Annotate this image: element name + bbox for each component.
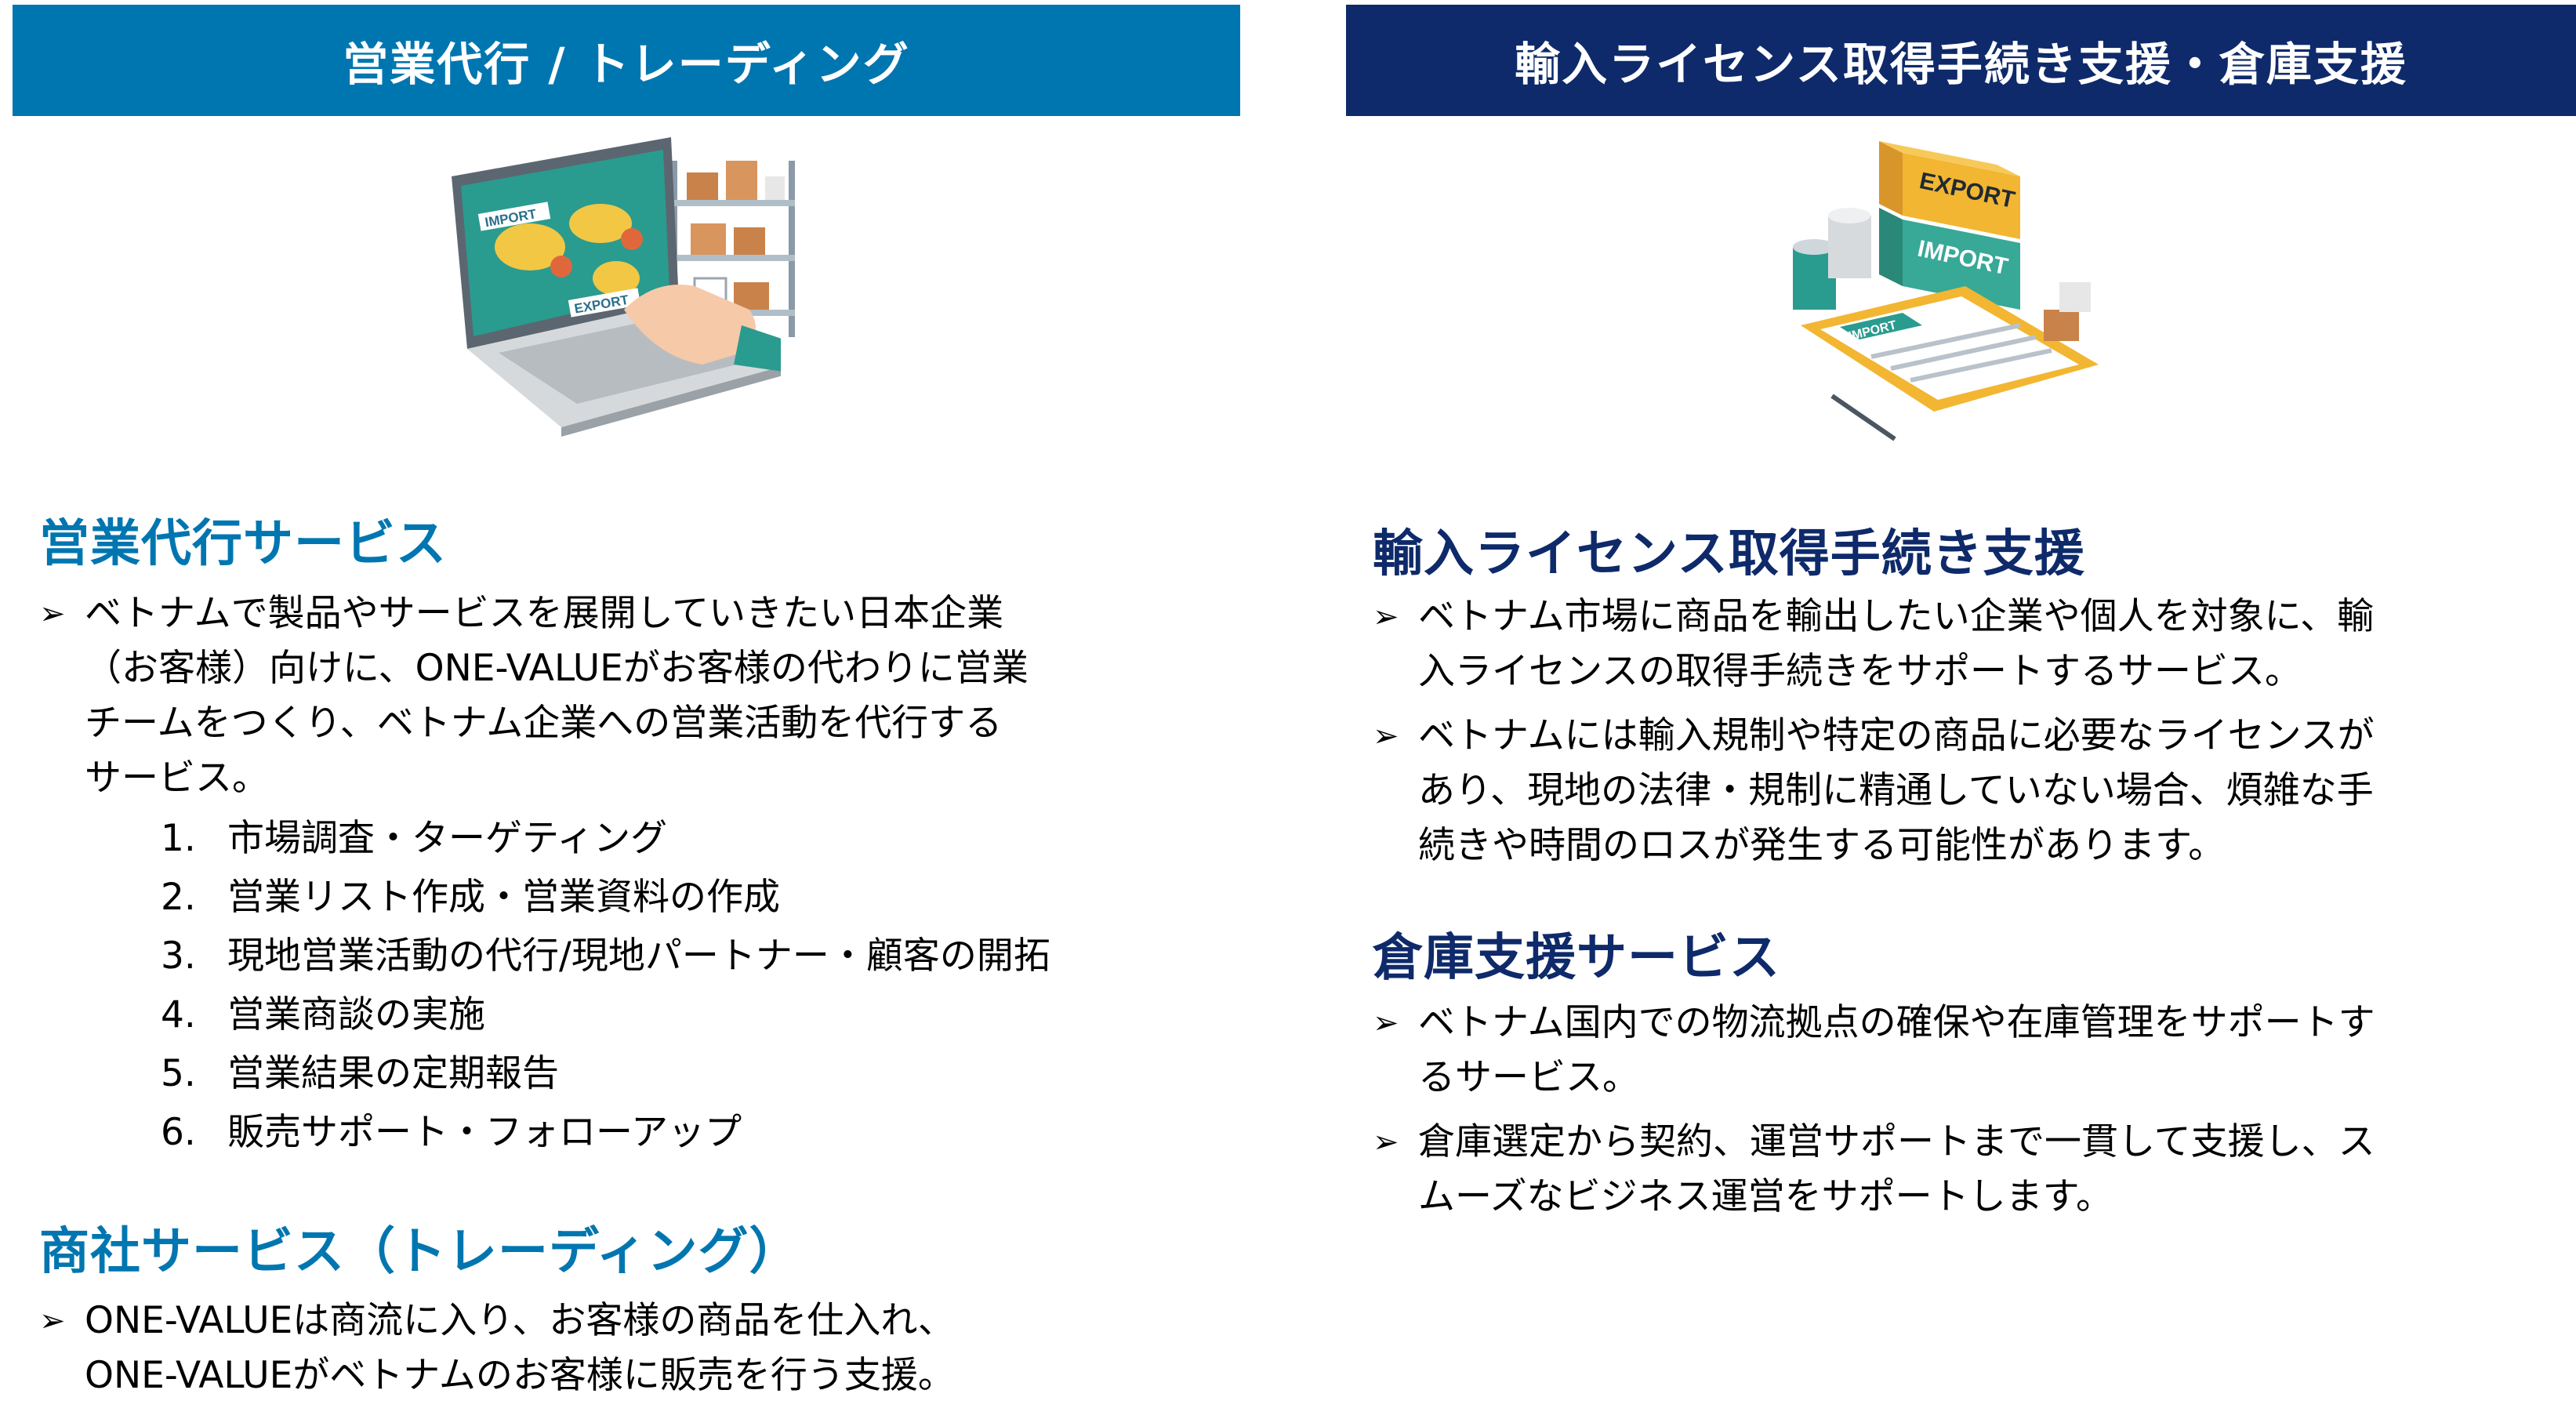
list-item: 6.販売サポート・フォローアップ xyxy=(161,1111,742,1154)
bullet-line: 入ライセンスの取得手続きをサポートするサービス。 xyxy=(1418,650,2302,693)
bullet-arrow-icon: ➢ xyxy=(39,596,66,632)
box-icon xyxy=(2044,282,2091,341)
section-title-sales-agency: 営業代行サービス xyxy=(39,515,447,573)
bullet-item: ➢ 倉庫選定から契約、運営サポートまで一貫して支援し、ス ムーズなビジネス運営を… xyxy=(1373,1115,2375,1225)
left-column: 営業代行 / トレーディング xyxy=(13,0,1240,1419)
list-item: 3.現地営業活動の代行/現地パートナー・顧客の開拓 xyxy=(161,935,1050,978)
bullet-arrow-icon: ➢ xyxy=(1373,1005,1399,1041)
bullet-item: ➢ ベトナムには輸入規制や特定の商品に必要なライセンスが あり、現地の法律・規制… xyxy=(1373,709,2375,873)
right-header-bar: 輸入ライセンス取得手続き支援・倉庫支援 xyxy=(1346,5,2576,116)
numbered-list: 1.市場調査・ターゲティング 2.営業リスト作成・営業資料の作成 3.現地営業活… xyxy=(39,809,1050,1162)
barrel-icon xyxy=(1793,208,1871,310)
section-title-warehouse: 倉庫支援サービス xyxy=(1373,929,1780,987)
list-item: 4.営業商談の実施 xyxy=(161,993,485,1036)
bullet-line: ベトナム国内での物流拠点の確保や在庫管理をサポートす xyxy=(1418,1001,2375,1044)
shipping-containers-clipboard-icon: EXPORT IMPORT IMPORT xyxy=(1793,141,2099,441)
trading-bullets: ➢ ONE-VALUEは商流に入り、お客様の商品を仕入れ、 ONE-VALUEが… xyxy=(39,1294,955,1403)
laptop-icon: IMPORT EXPORT xyxy=(452,137,789,437)
bullet-line: （お客様）向けに、ONE-VALUEがお客様の代わりに営業 xyxy=(85,647,1029,690)
bullet-item: ➢ ベトナム国内での物流拠点の確保や在庫管理をサポートす るサービス。 xyxy=(1373,996,2375,1105)
bullet-line: ベトナム市場に商品を輸出したい企業や個人を対象に、輸 xyxy=(1418,595,2375,638)
hand-icon xyxy=(624,285,804,376)
container-icon: EXPORT IMPORT xyxy=(1879,141,2020,310)
bullet-arrow-icon: ➢ xyxy=(1373,718,1399,754)
list-item: 2.営業リスト作成・営業資料の作成 xyxy=(161,876,780,919)
bullet-line: ベトナムで製品やサービスを展開していきたい日本企業 xyxy=(85,592,1004,635)
bullet-line: るサービス。 xyxy=(1418,1056,1639,1099)
bullet-line: ONE-VALUEがベトナムのお客様に販売を行う支援。 xyxy=(85,1354,955,1397)
list-item: 1.市場調査・ターゲティング xyxy=(161,817,668,860)
bullet-item: ➢ ONE-VALUEは商流に入り、お客様の商品を仕入れ、 ONE-VALUEが… xyxy=(39,1294,955,1403)
clipboard-icon: IMPORT xyxy=(1801,286,2099,441)
bullet-item: ➢ ベトナム市場に商品を輸出したい企業や個人を対象に、輸 入ライセンスの取得手続… xyxy=(1373,590,2375,699)
bullet-line: チームをつくり、ベトナム企業への営業活動を代行する xyxy=(85,702,1003,745)
left-header-title: 営業代行 / トレーディング xyxy=(343,38,910,91)
bullet-arrow-icon: ➢ xyxy=(1373,1124,1399,1160)
bullet-line: 倉庫選定から契約、運営サポートまで一貫して支援し、ス xyxy=(1418,1120,2375,1163)
warehouse-shelf-icon xyxy=(671,161,795,341)
bullet-arrow-icon: ➢ xyxy=(1373,599,1399,635)
bullet-line: サービス。 xyxy=(85,757,269,800)
section-title-trading: 商社サービス（トレーディング） xyxy=(39,1223,800,1281)
sales-agency-bullets: ➢ ベトナムで製品やサービスを展開していきたい日本企業 （お客様）向けに、ONE… xyxy=(39,586,1050,1162)
laptop-world-map-warehouse-icon: IMPORT EXPORT xyxy=(452,137,804,437)
right-header-title: 輸入ライセンス取得手続き支援・倉庫支援 xyxy=(1515,38,2407,91)
bullet-line: あり、現地の法律・規制に精通していない場合、煩雑な手 xyxy=(1418,769,2374,812)
warehouse-bullets: ➢ ベトナム国内での物流拠点の確保や在庫管理をサポートす るサービス。 ➢ 倉庫… xyxy=(1373,996,2375,1225)
list-item: 5.営業結果の定期報告 xyxy=(161,1052,559,1095)
right-column: 輸入ライセンス取得手続き支援・倉庫支援 EXPORT IMPORT IMPORT xyxy=(1346,0,2576,1419)
bullet-line: 続きや時間のロスが発生する可能性があります。 xyxy=(1418,824,2226,867)
section-title-import-license: 輸入ライセンス取得手続き支援 xyxy=(1373,525,2085,583)
bullet-line: ONE-VALUEは商流に入り、お客様の商品を仕入れ、 xyxy=(85,1299,955,1342)
bullet-line: ムーズなビジネス運営をサポートします。 xyxy=(1418,1175,2113,1218)
import-license-bullets: ➢ ベトナム市場に商品を輸出したい企業や個人を対象に、輸 入ライセンスの取得手続… xyxy=(1373,590,2375,873)
left-header-bar: 営業代行 / トレーディング xyxy=(13,5,1240,116)
bullet-arrow-icon: ➢ xyxy=(39,1303,66,1339)
bullet-line: ベトナムには輸入規制や特定の商品に必要なライセンスが xyxy=(1418,714,2375,757)
bullet-item: ➢ ベトナムで製品やサービスを展開していきたい日本企業 （お客様）向けに、ONE… xyxy=(39,586,1050,806)
